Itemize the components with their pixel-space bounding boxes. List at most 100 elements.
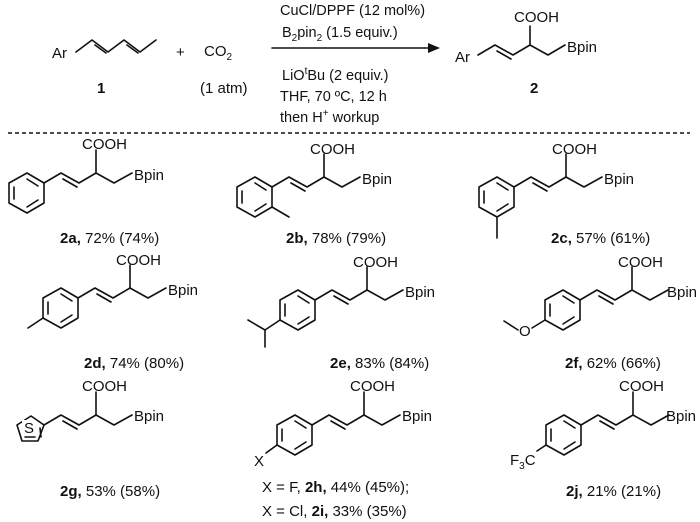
2b-bpin: Bpin xyxy=(362,171,392,188)
2a-id: 2a xyxy=(60,230,77,247)
reaction-arrow xyxy=(271,43,440,53)
product-2h-2i: X COOH Bpin X = F, 2h, 44% (45%); X = Cl… xyxy=(254,378,432,520)
condition-boron-equiv: (1.5 equiv.) xyxy=(322,25,398,41)
product-2f: O COOH Bpin 2f, 62% (66%) xyxy=(503,254,697,372)
2i-comma: , xyxy=(324,503,332,520)
2e-bpin: Bpin xyxy=(405,284,435,301)
svg-text:B2pin2 (1.5 equiv.): B2pin2 (1.5 equiv.) xyxy=(282,25,398,44)
2e-yield: 83% (84%) xyxy=(355,355,429,372)
condition-solvent: THF, 70 ºC, 12 h xyxy=(280,89,387,105)
condition-boron-b: pin xyxy=(297,25,316,41)
product-2a: COOH Bpin 2a, 72% (74%) xyxy=(8,136,164,247)
2f-cooh: COOH xyxy=(618,254,663,271)
svg-text:2d, 74% (80%): 2d, 74% (80%) xyxy=(84,355,184,372)
2i-prefix: X = Cl, xyxy=(262,503,312,520)
product-2d: COOH Bpin 2d, 74% (80%) xyxy=(27,252,198,372)
2d-cooh: COOH xyxy=(116,252,161,269)
2f-oxygen: O xyxy=(519,323,531,340)
condition-catalyst: CuCl/DPPF (12 mol%) xyxy=(280,3,425,19)
2e-id: 2e xyxy=(330,355,347,372)
svg-text:2b, 78% (79%): 2b, 78% (79%) xyxy=(286,230,386,247)
2h-prefix: X = F, xyxy=(262,479,305,496)
product-aryl: Ar xyxy=(455,49,470,66)
svg-text:2f, 62% (66%): 2f, 62% (66%) xyxy=(565,355,661,372)
product-2: Ar COOH Bpin 2 xyxy=(455,9,597,97)
2f-id: 2f xyxy=(565,355,579,372)
2b-comma: , xyxy=(304,230,312,247)
svg-text:2j, 21% (21%): 2j, 21% (21%) xyxy=(566,483,661,500)
product-2c: COOH Bpin 2c, 57% (61%) xyxy=(478,141,650,247)
2d-id: 2d xyxy=(84,355,102,372)
2j-f: F xyxy=(510,452,519,469)
2g-yield: 53% (58%) xyxy=(86,483,160,500)
2b-id: 2b xyxy=(286,230,304,247)
svg-text:X = Cl, 2i, 33% (35%): X = Cl, 2i, 33% (35%) xyxy=(262,503,407,520)
2h-bpin: Bpin xyxy=(402,408,432,425)
condition-base-b: Bu (2 equiv.) xyxy=(307,68,388,84)
co2-text: CO xyxy=(204,43,227,60)
reactant-aryl: Ar xyxy=(52,45,67,62)
2j-bpin: Bpin xyxy=(666,408,696,425)
2d-bpin: Bpin xyxy=(168,282,198,299)
2e-comma: , xyxy=(347,355,355,372)
2a-cooh: COOH xyxy=(82,136,127,153)
2d-yield: 74% (80%) xyxy=(110,355,184,372)
condition-workup-sup: + xyxy=(323,108,329,119)
2h-comma: , xyxy=(322,479,330,496)
2c-cooh: COOH xyxy=(552,141,597,158)
product-2e: COOH Bpin 2e, 83% (84%) xyxy=(247,254,435,372)
condition-base-a: LiO xyxy=(282,68,305,84)
2h-x: X xyxy=(254,453,264,470)
2f-yield: 62% (66%) xyxy=(587,355,661,372)
svg-text:X = F, 2h, 44% (45%);: X = F, 2h, 44% (45%); xyxy=(262,479,409,496)
co2-subscript: 2 xyxy=(227,52,233,63)
svg-text:2c, 57% (61%): 2c, 57% (61%) xyxy=(551,230,650,247)
product-2b: COOH Bpin 2b, 78% (79%) xyxy=(236,141,392,247)
product-bpin: Bpin xyxy=(567,39,597,56)
2d-comma: , xyxy=(102,355,110,372)
svg-text:CO2: CO2 xyxy=(204,43,233,63)
2g-comma: , xyxy=(78,483,86,500)
reaction-conditions: CuCl/DPPF (12 mol%) B2pin2 (1.5 equiv.) … xyxy=(280,3,425,126)
2g-sulfur: S xyxy=(24,420,34,437)
2a-comma: , xyxy=(77,230,85,247)
2j-cooh: COOH xyxy=(619,378,664,395)
2c-bpin: Bpin xyxy=(604,171,634,188)
2h-id: 2h xyxy=(305,479,323,496)
2a-bpin: Bpin xyxy=(134,167,164,184)
2j-yield: 21% (21%) xyxy=(587,483,661,500)
product-cooh: COOH xyxy=(514,9,559,26)
svg-text:2e, 83% (84%): 2e, 83% (84%) xyxy=(330,355,429,372)
co2-reagent: CO2 (1 atm) xyxy=(200,43,248,97)
2e-cooh: COOH xyxy=(353,254,398,271)
2j-c: C xyxy=(525,452,536,469)
2b-yield: 78% (79%) xyxy=(312,230,386,247)
2g-id: 2g xyxy=(60,483,78,500)
2f-bpin: Bpin xyxy=(667,284,697,301)
2h-yield: 44% (45%); xyxy=(331,479,409,496)
2c-id: 2c xyxy=(551,230,568,247)
product-2g: S COOH Bpin 2g, 53% (58%) xyxy=(16,378,164,500)
2a-yield: 72% (74%) xyxy=(85,230,159,247)
condition-workup-a: then H xyxy=(280,110,323,126)
2g-bpin: Bpin xyxy=(134,408,164,425)
condition-boron-sub2: 2 xyxy=(317,33,323,44)
svg-text:LiOtBu (2 equiv.): LiOtBu (2 equiv.) xyxy=(282,66,389,84)
co2-pressure: (1 atm) xyxy=(200,80,248,97)
product-2j: F3C COOH Bpin 2j, 21% (21%) xyxy=(510,378,696,500)
2j-id: 2j xyxy=(566,483,579,500)
2f-comma: , xyxy=(578,355,586,372)
condition-boron-a: B xyxy=(282,25,292,41)
plus-sign: + xyxy=(176,44,185,61)
2g-cooh: COOH xyxy=(82,378,127,395)
svg-text:2a, 72% (74%): 2a, 72% (74%) xyxy=(60,230,159,247)
condition-base-t: t xyxy=(305,66,308,77)
2c-yield: 57% (61%) xyxy=(576,230,650,247)
svg-text:F3C: F3C xyxy=(510,452,536,472)
2i-id: 2i xyxy=(312,503,325,520)
2j-comma: , xyxy=(579,483,587,500)
svg-text:2g, 53% (58%): 2g, 53% (58%) xyxy=(60,483,160,500)
2c-comma: , xyxy=(568,230,576,247)
condition-workup-b: workup xyxy=(329,110,380,126)
